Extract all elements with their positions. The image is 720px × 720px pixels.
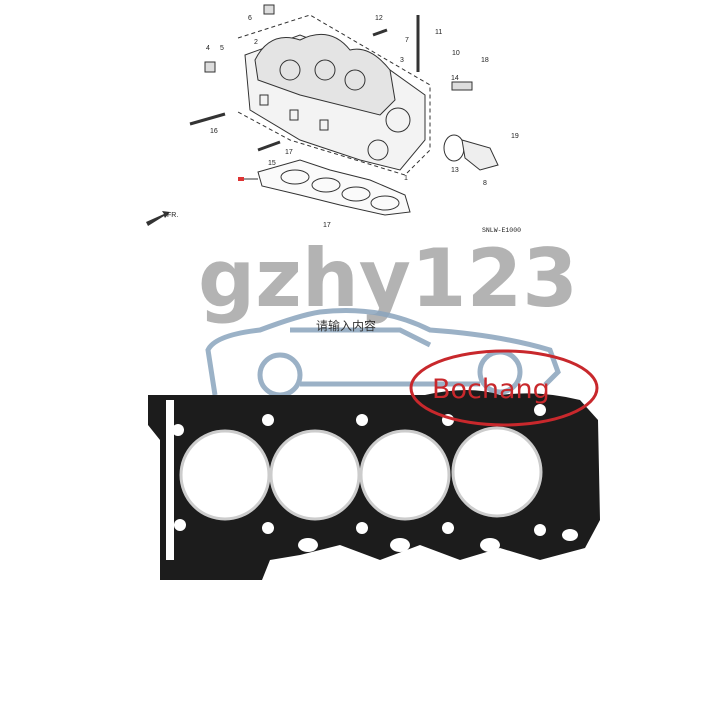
side-parts [189,4,499,171]
brand-ellipse [409,349,599,427]
part-label: 10 [452,50,460,57]
cylinder-bore [269,429,361,521]
placeholder-text: 请输入内容 [316,318,376,333]
part-label: 7 [405,37,409,44]
cylinder-bore [179,429,271,521]
front-arrow: FR. [146,211,178,226]
diagram-code: SNLW-E1000 [482,227,521,234]
part-label: 5 [220,45,224,52]
part-label: 6 [248,15,252,22]
front-arrow-label: FR. [167,212,178,219]
cylinder-bore [359,429,451,521]
part-label: 3 [400,57,404,64]
head-gasket [148,390,600,580]
part-label: 17 [285,149,293,156]
watermark-text: gzhy123 [198,232,578,325]
part-label: 12 [375,15,383,22]
part-label: 19 [511,133,519,140]
cylinder-head [237,14,431,176]
part-label: 17 [323,222,331,229]
part-label: 15 [268,160,276,167]
car-outline-logo [205,308,561,398]
part-label: 14 [451,75,459,82]
cylinder-bore [451,426,543,518]
part-label: 11 [435,29,442,36]
brand-text: Bochang [432,374,550,405]
part-label: 16 [210,128,218,135]
part-label: 4 [206,45,210,52]
part-label: 13 [451,167,459,174]
part-label: 18 [481,57,489,64]
part-label: 1 [404,175,408,182]
gasket-small [238,159,411,216]
part-label: 2 [254,39,258,46]
part-label: 8 [483,180,487,187]
